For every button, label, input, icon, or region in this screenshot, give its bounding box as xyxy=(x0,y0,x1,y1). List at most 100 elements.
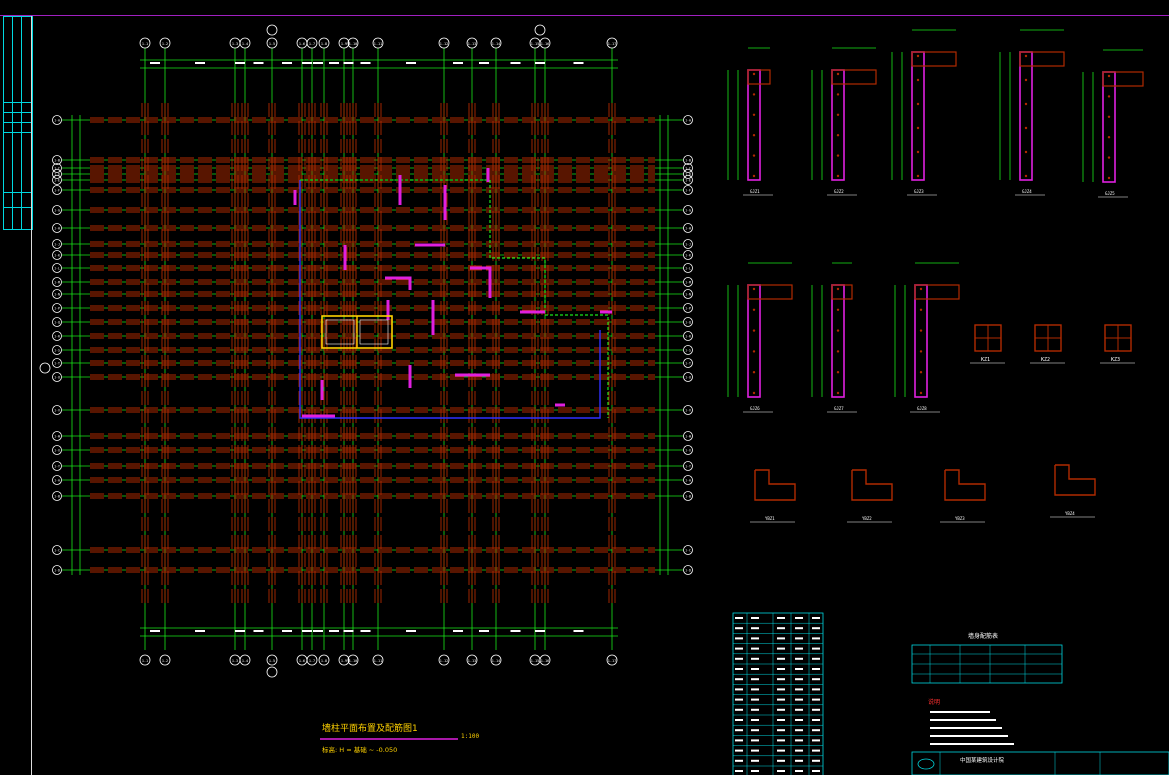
table-cell-text xyxy=(751,627,759,630)
dim-text xyxy=(453,62,463,64)
axis-bubble xyxy=(266,24,278,36)
dim-text xyxy=(510,62,521,64)
table-cell-text xyxy=(795,698,803,701)
dim-text xyxy=(195,62,205,64)
table-cell-text xyxy=(795,719,803,721)
dim-text xyxy=(282,630,292,632)
axis-bubble xyxy=(318,37,330,49)
rebar-lines xyxy=(90,103,655,605)
dim-text xyxy=(343,630,354,632)
dim-text xyxy=(235,630,245,632)
axis-bubble xyxy=(52,205,62,215)
table-cell-text xyxy=(777,678,785,681)
axis-label: 1-Y xyxy=(54,465,60,469)
note-line xyxy=(930,735,1008,737)
axis-bubble xyxy=(490,37,502,49)
table-cell-text xyxy=(795,617,803,619)
axis-label: 1-X xyxy=(54,449,60,453)
table-cell-text xyxy=(751,719,759,721)
table-cell-text xyxy=(795,708,803,711)
ybz-label: YBZ3 xyxy=(955,516,965,521)
axis-bubble xyxy=(318,654,330,666)
table-cell-text xyxy=(795,759,803,762)
table-cell-text xyxy=(777,729,785,732)
axis-bubble xyxy=(683,345,693,355)
axis-label: 1-14 xyxy=(492,659,500,663)
axis-bubble xyxy=(52,239,62,249)
title-block xyxy=(911,751,1169,775)
note-line xyxy=(930,727,1002,729)
ybz-outline xyxy=(754,469,796,501)
axis-label: 1-W xyxy=(54,435,60,439)
section-label: GJZ8 xyxy=(917,406,927,411)
plan-grid xyxy=(62,48,683,650)
strip-row xyxy=(4,207,32,208)
axis-label: 1-E xyxy=(685,179,691,183)
ybz-outline xyxy=(1054,464,1096,496)
axis-bubble xyxy=(52,250,62,260)
axis-label: 1-8 xyxy=(321,659,327,663)
axis-bubble xyxy=(266,654,278,666)
axis-label: 1-P xyxy=(685,307,691,311)
table-cell-text xyxy=(751,729,759,732)
table-cell-text xyxy=(751,657,759,660)
core-outline xyxy=(300,179,609,418)
axis-label: 1-V xyxy=(54,409,60,413)
dim-text xyxy=(302,62,312,64)
rebar-dot xyxy=(752,154,756,157)
table-cell-text xyxy=(777,688,785,691)
column-section: GJZ5 xyxy=(1082,49,1144,198)
axis-label: 1-D xyxy=(685,173,691,177)
rebar-dot xyxy=(916,174,920,178)
table-cell-text xyxy=(812,708,820,711)
axis-label: 1-S xyxy=(54,349,60,353)
table-cell-text xyxy=(812,637,820,640)
axis-label: 1-9 xyxy=(341,42,347,46)
axis-label: 1-16 xyxy=(541,659,549,663)
table-cell-text xyxy=(795,647,803,650)
axis-bubble xyxy=(683,115,693,125)
dim-text xyxy=(195,630,205,632)
section-label: GJZ3 xyxy=(914,189,924,194)
rebar-dot xyxy=(752,329,756,332)
table-cell-text xyxy=(795,668,803,670)
dim-text xyxy=(360,630,371,632)
axis-bubble xyxy=(52,545,62,555)
column-outline xyxy=(831,284,845,398)
axis-bubble xyxy=(606,37,618,49)
column-outline xyxy=(831,69,845,181)
axis-label: 1-A xyxy=(54,479,60,483)
rebar-dot xyxy=(919,308,923,311)
axis-bubble xyxy=(683,175,693,185)
table-cell-text xyxy=(735,678,743,681)
axis-bubble xyxy=(52,405,62,415)
table-cell-text xyxy=(735,617,743,619)
axis-bubble xyxy=(683,461,693,471)
axis-bubble xyxy=(438,37,450,49)
axis-bubble xyxy=(52,331,62,341)
rebar-dot xyxy=(752,391,756,395)
table-cell-text xyxy=(812,688,820,691)
logo-icon xyxy=(917,758,935,770)
axis-bubble xyxy=(52,475,62,485)
ybz-component: YBZ3 xyxy=(940,469,986,523)
strip-row xyxy=(4,112,32,113)
axis-label: 1-N xyxy=(685,293,691,297)
axis-bubble xyxy=(683,317,693,327)
table-cell-text xyxy=(735,668,743,670)
table-cell-text xyxy=(777,749,785,752)
table-cell-text xyxy=(795,729,803,732)
section-label: GJZ2 xyxy=(834,189,844,194)
dim-text xyxy=(235,62,245,64)
rebar-dot xyxy=(916,126,920,130)
ybz-component: YBZ1 xyxy=(750,469,796,523)
kz-label: KZ1 xyxy=(981,357,990,363)
rebar-dot xyxy=(1024,78,1028,82)
axis-bubble xyxy=(683,155,693,165)
axis-bubble xyxy=(52,565,62,575)
ybz-component: YBZ2 xyxy=(847,469,893,523)
axis-label: 1-10 xyxy=(349,42,357,46)
column-section: GJZ8 xyxy=(894,262,960,413)
